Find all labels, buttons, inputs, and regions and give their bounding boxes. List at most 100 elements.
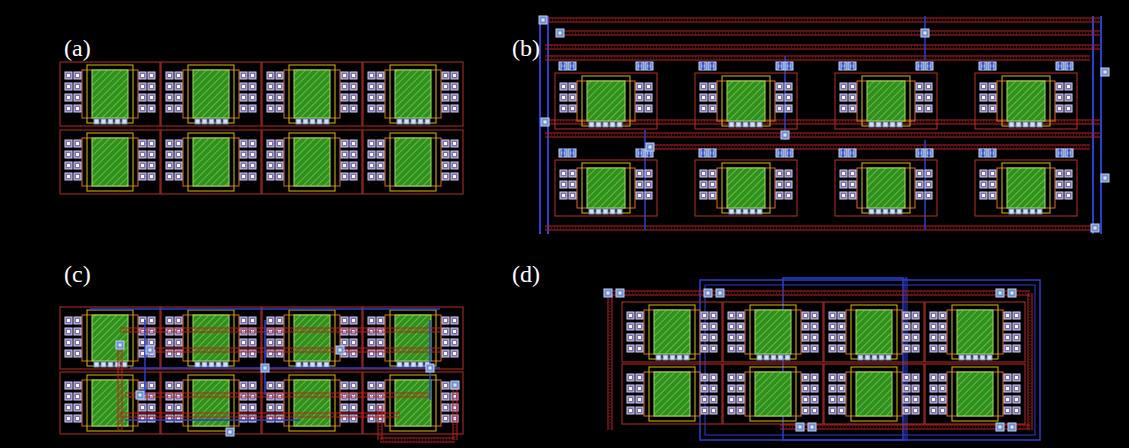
gate-outline bbox=[750, 367, 796, 421]
contact bbox=[377, 350, 384, 357]
contact bbox=[175, 415, 182, 422]
contact bbox=[838, 396, 845, 403]
contact bbox=[269, 384, 272, 387]
via-pad bbox=[568, 62, 576, 70]
metal-wire bbox=[545, 228, 1100, 229]
gate-contact bbox=[223, 362, 228, 367]
contact bbox=[177, 406, 180, 409]
metal-wire bbox=[122, 345, 123, 430]
contact bbox=[76, 341, 79, 344]
contact bbox=[831, 347, 834, 350]
contact bbox=[930, 345, 937, 352]
contact bbox=[166, 72, 173, 79]
contact bbox=[242, 341, 245, 344]
contact bbox=[905, 398, 908, 401]
contact bbox=[240, 83, 247, 90]
contact bbox=[139, 72, 146, 79]
contact bbox=[139, 140, 146, 147]
contact bbox=[701, 374, 708, 381]
contact bbox=[141, 74, 144, 77]
gate-outline bbox=[188, 375, 234, 431]
contact bbox=[925, 170, 932, 177]
contact bbox=[912, 374, 919, 381]
contact bbox=[831, 376, 834, 379]
via-pad bbox=[339, 349, 342, 352]
contact bbox=[918, 183, 921, 186]
contact bbox=[636, 170, 643, 177]
well-outline bbox=[925, 364, 1025, 424]
contact bbox=[74, 382, 81, 389]
gate-contact bbox=[418, 119, 423, 124]
contact bbox=[249, 317, 256, 324]
via-pad bbox=[1091, 224, 1099, 232]
contact bbox=[1015, 409, 1018, 412]
gate-contact bbox=[743, 122, 748, 127]
via-pad bbox=[116, 341, 124, 349]
contact bbox=[636, 385, 643, 392]
via-pad bbox=[916, 149, 924, 157]
contact bbox=[341, 83, 348, 90]
contact bbox=[249, 404, 256, 411]
via-pad bbox=[1104, 177, 1107, 180]
contact bbox=[377, 162, 384, 169]
contact bbox=[350, 173, 357, 180]
metal-wire bbox=[380, 440, 455, 441]
contact bbox=[776, 192, 783, 199]
contact bbox=[802, 374, 809, 381]
gate-contact bbox=[101, 119, 106, 124]
contact bbox=[730, 376, 733, 379]
contact bbox=[341, 105, 348, 112]
contact bbox=[785, 181, 792, 188]
contact bbox=[444, 107, 447, 110]
contact bbox=[991, 183, 994, 186]
contact bbox=[251, 153, 254, 156]
contact bbox=[918, 172, 921, 175]
contact bbox=[1058, 194, 1061, 197]
transistor-cell bbox=[161, 130, 261, 194]
contact bbox=[442, 404, 449, 411]
contact bbox=[276, 140, 283, 147]
via-pad bbox=[426, 364, 434, 372]
contact bbox=[849, 105, 856, 112]
contact bbox=[350, 382, 357, 389]
contact bbox=[65, 415, 72, 422]
contact bbox=[840, 387, 843, 390]
gate-contact bbox=[764, 355, 769, 360]
contact bbox=[377, 83, 384, 90]
metal-wire bbox=[1032, 293, 1033, 430]
contact bbox=[251, 341, 254, 344]
diffusion-outline bbox=[82, 315, 138, 361]
contact bbox=[941, 387, 944, 390]
contact bbox=[1006, 376, 1009, 379]
via-pad bbox=[1104, 71, 1107, 74]
diffusion-outline bbox=[284, 70, 340, 118]
contact bbox=[150, 85, 153, 88]
metal-wire bbox=[150, 348, 440, 349]
contact bbox=[379, 85, 382, 88]
gate-poly bbox=[755, 310, 791, 354]
contact bbox=[350, 415, 357, 422]
contact bbox=[65, 404, 72, 411]
contact bbox=[76, 164, 79, 167]
via-pad bbox=[451, 381, 459, 389]
metal2-wire bbox=[982, 149, 984, 157]
contact bbox=[249, 173, 256, 180]
gate-poly bbox=[654, 310, 690, 354]
contact bbox=[74, 404, 81, 411]
gate-contact bbox=[603, 209, 608, 214]
contact bbox=[636, 105, 643, 112]
gate-contact bbox=[869, 122, 874, 127]
contact bbox=[1058, 96, 1061, 99]
contact bbox=[813, 398, 816, 401]
via-pad bbox=[776, 149, 784, 157]
contact bbox=[150, 164, 153, 167]
gate-outline bbox=[87, 310, 133, 366]
contact bbox=[711, 107, 714, 110]
gate-contact bbox=[973, 355, 978, 360]
contact bbox=[350, 140, 357, 147]
contact bbox=[1067, 194, 1070, 197]
contact bbox=[249, 105, 256, 112]
contact bbox=[67, 319, 70, 322]
contact bbox=[787, 183, 790, 186]
